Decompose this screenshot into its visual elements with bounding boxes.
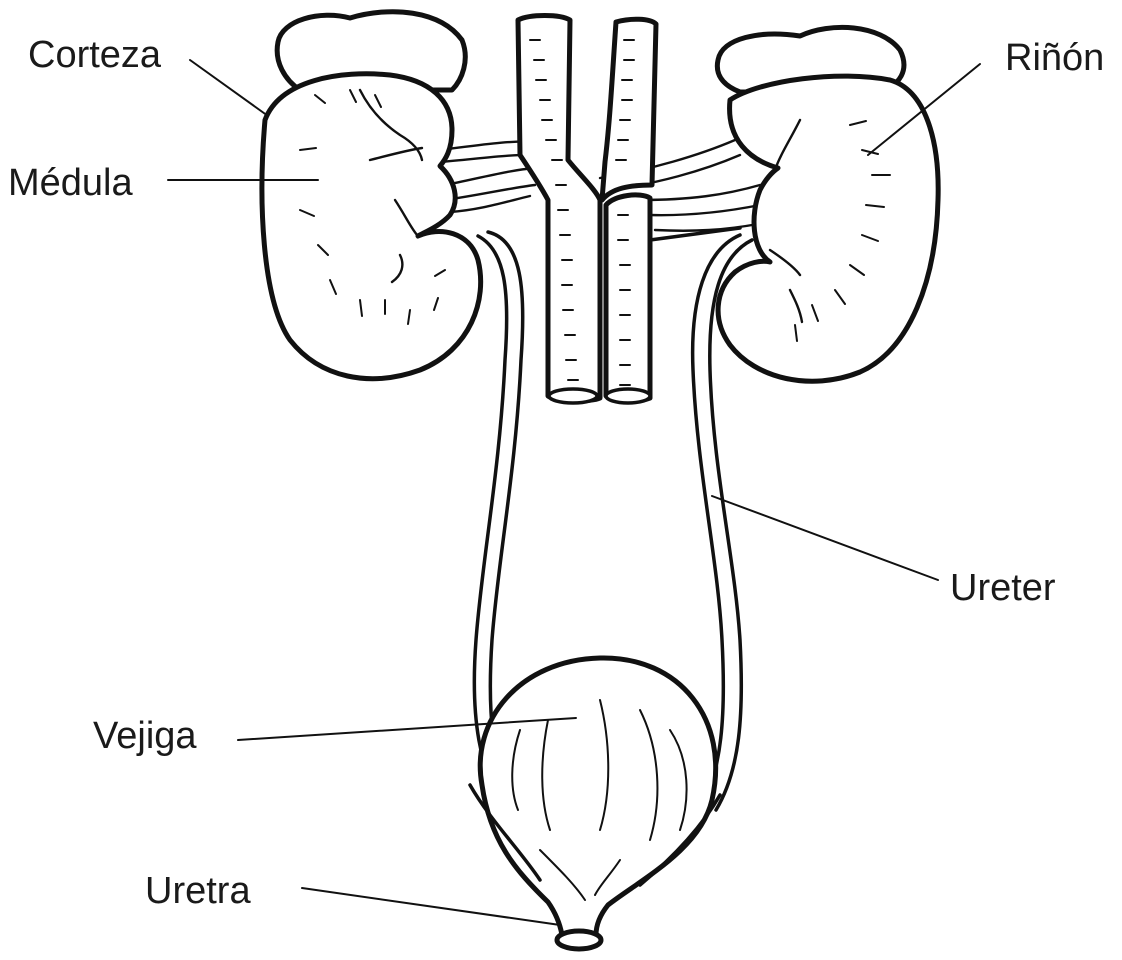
kidney-right: [714, 24, 941, 384]
label-medula: Médula: [8, 162, 133, 204]
leader-corteza: [189, 59, 269, 117]
label-uretra: Uretra: [145, 870, 251, 912]
leader-rinon: [867, 63, 981, 156]
vena-cava: [515, 13, 603, 405]
bladder: [468, 655, 722, 952]
label-corteza: Corteza: [28, 34, 162, 76]
leader-lines: [167, 59, 981, 926]
kidney-left: [259, 9, 484, 382]
aorta: [599, 16, 742, 405]
ureter-right: [690, 233, 754, 812]
label-vejiga: Vejiga: [93, 715, 197, 757]
label-ureter: Ureter: [950, 567, 1056, 609]
leader-uretra: [301, 887, 561, 926]
leader-vejiga: [237, 717, 577, 741]
leader-ureter: [711, 495, 939, 581]
vessel-ticks: [529, 39, 635, 386]
label-rinon: Riñón: [1005, 37, 1104, 79]
